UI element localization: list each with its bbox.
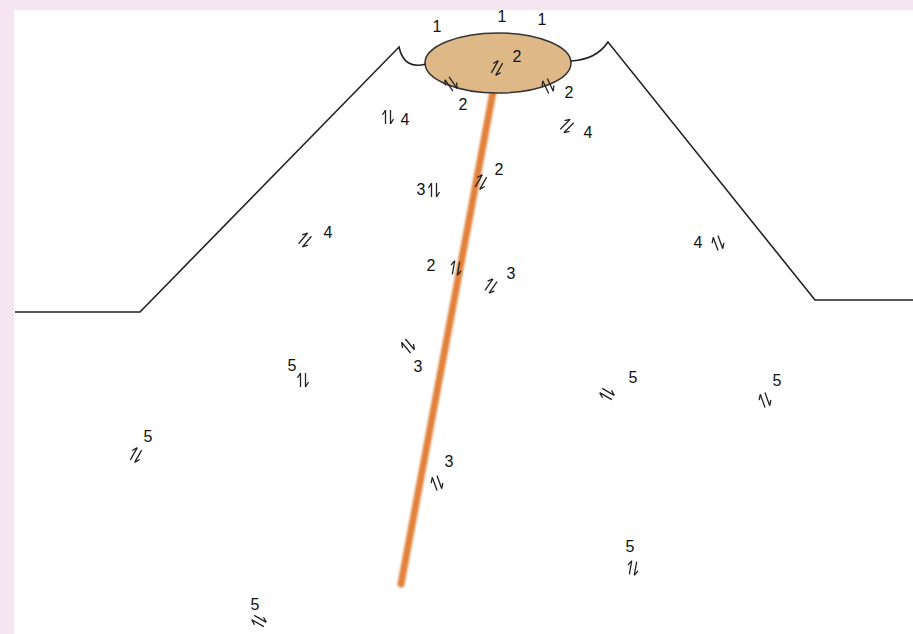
callout-number: 1 bbox=[498, 9, 507, 25]
callout-number: 5 bbox=[629, 370, 638, 386]
fault-motion-symbol bbox=[598, 386, 616, 403]
lava-lake bbox=[425, 33, 571, 93]
callout-number: 1 bbox=[433, 19, 442, 35]
fault-motion-symbol bbox=[128, 446, 145, 464]
volcano-flank-right bbox=[570, 42, 913, 300]
callout-number: 4 bbox=[584, 125, 593, 141]
fault-motion-symbol bbox=[429, 183, 440, 197]
callout-number: 3 bbox=[445, 454, 454, 470]
callout-number: 3 bbox=[414, 359, 423, 375]
callout-number: 4 bbox=[694, 235, 703, 251]
callout-number: 2 bbox=[459, 97, 468, 113]
callout-number: 2 bbox=[495, 162, 504, 178]
callout-number: 1 bbox=[538, 12, 547, 28]
fault-motion-symbol bbox=[296, 231, 313, 249]
fault-motion-symbol bbox=[449, 260, 462, 276]
volcano-flank-left bbox=[15, 47, 426, 312]
callout-number: 5 bbox=[626, 539, 635, 555]
callout-number: 3 bbox=[507, 266, 516, 282]
callout-number: 4 bbox=[401, 112, 410, 128]
fault-motion-symbol bbox=[710, 235, 725, 252]
callout-number: 5 bbox=[251, 597, 260, 613]
drawing-ground bbox=[14, 10, 913, 634]
fault-motion-symbol bbox=[558, 117, 576, 135]
fault-motion-symbol bbox=[383, 110, 394, 124]
callout-number: 5 bbox=[773, 373, 782, 389]
callout-number: 5 bbox=[144, 429, 153, 445]
fault-motion-symbol bbox=[298, 373, 309, 387]
fault-motion-symbol bbox=[399, 337, 416, 355]
callout-number: 4 bbox=[324, 225, 333, 241]
fault-motion-symbol bbox=[473, 173, 490, 191]
fault-motion-symbol bbox=[757, 392, 772, 409]
fault-motion-symbol bbox=[250, 613, 268, 630]
fault-motion-symbol bbox=[540, 77, 556, 94]
magma-conduit bbox=[401, 92, 493, 584]
fault-motion-symbol bbox=[482, 277, 499, 295]
callout-number: 2 bbox=[513, 49, 522, 65]
callout-number: 3 bbox=[417, 182, 426, 198]
fault-motion-symbol bbox=[489, 59, 506, 77]
callout-number: 5 bbox=[288, 358, 297, 374]
fault-motion-symbol bbox=[442, 75, 459, 93]
callout-number: 2 bbox=[565, 85, 574, 101]
fault-motion-symbol bbox=[626, 560, 639, 576]
fault-motion-symbol bbox=[429, 475, 444, 492]
callout-number: 2 bbox=[427, 258, 436, 274]
